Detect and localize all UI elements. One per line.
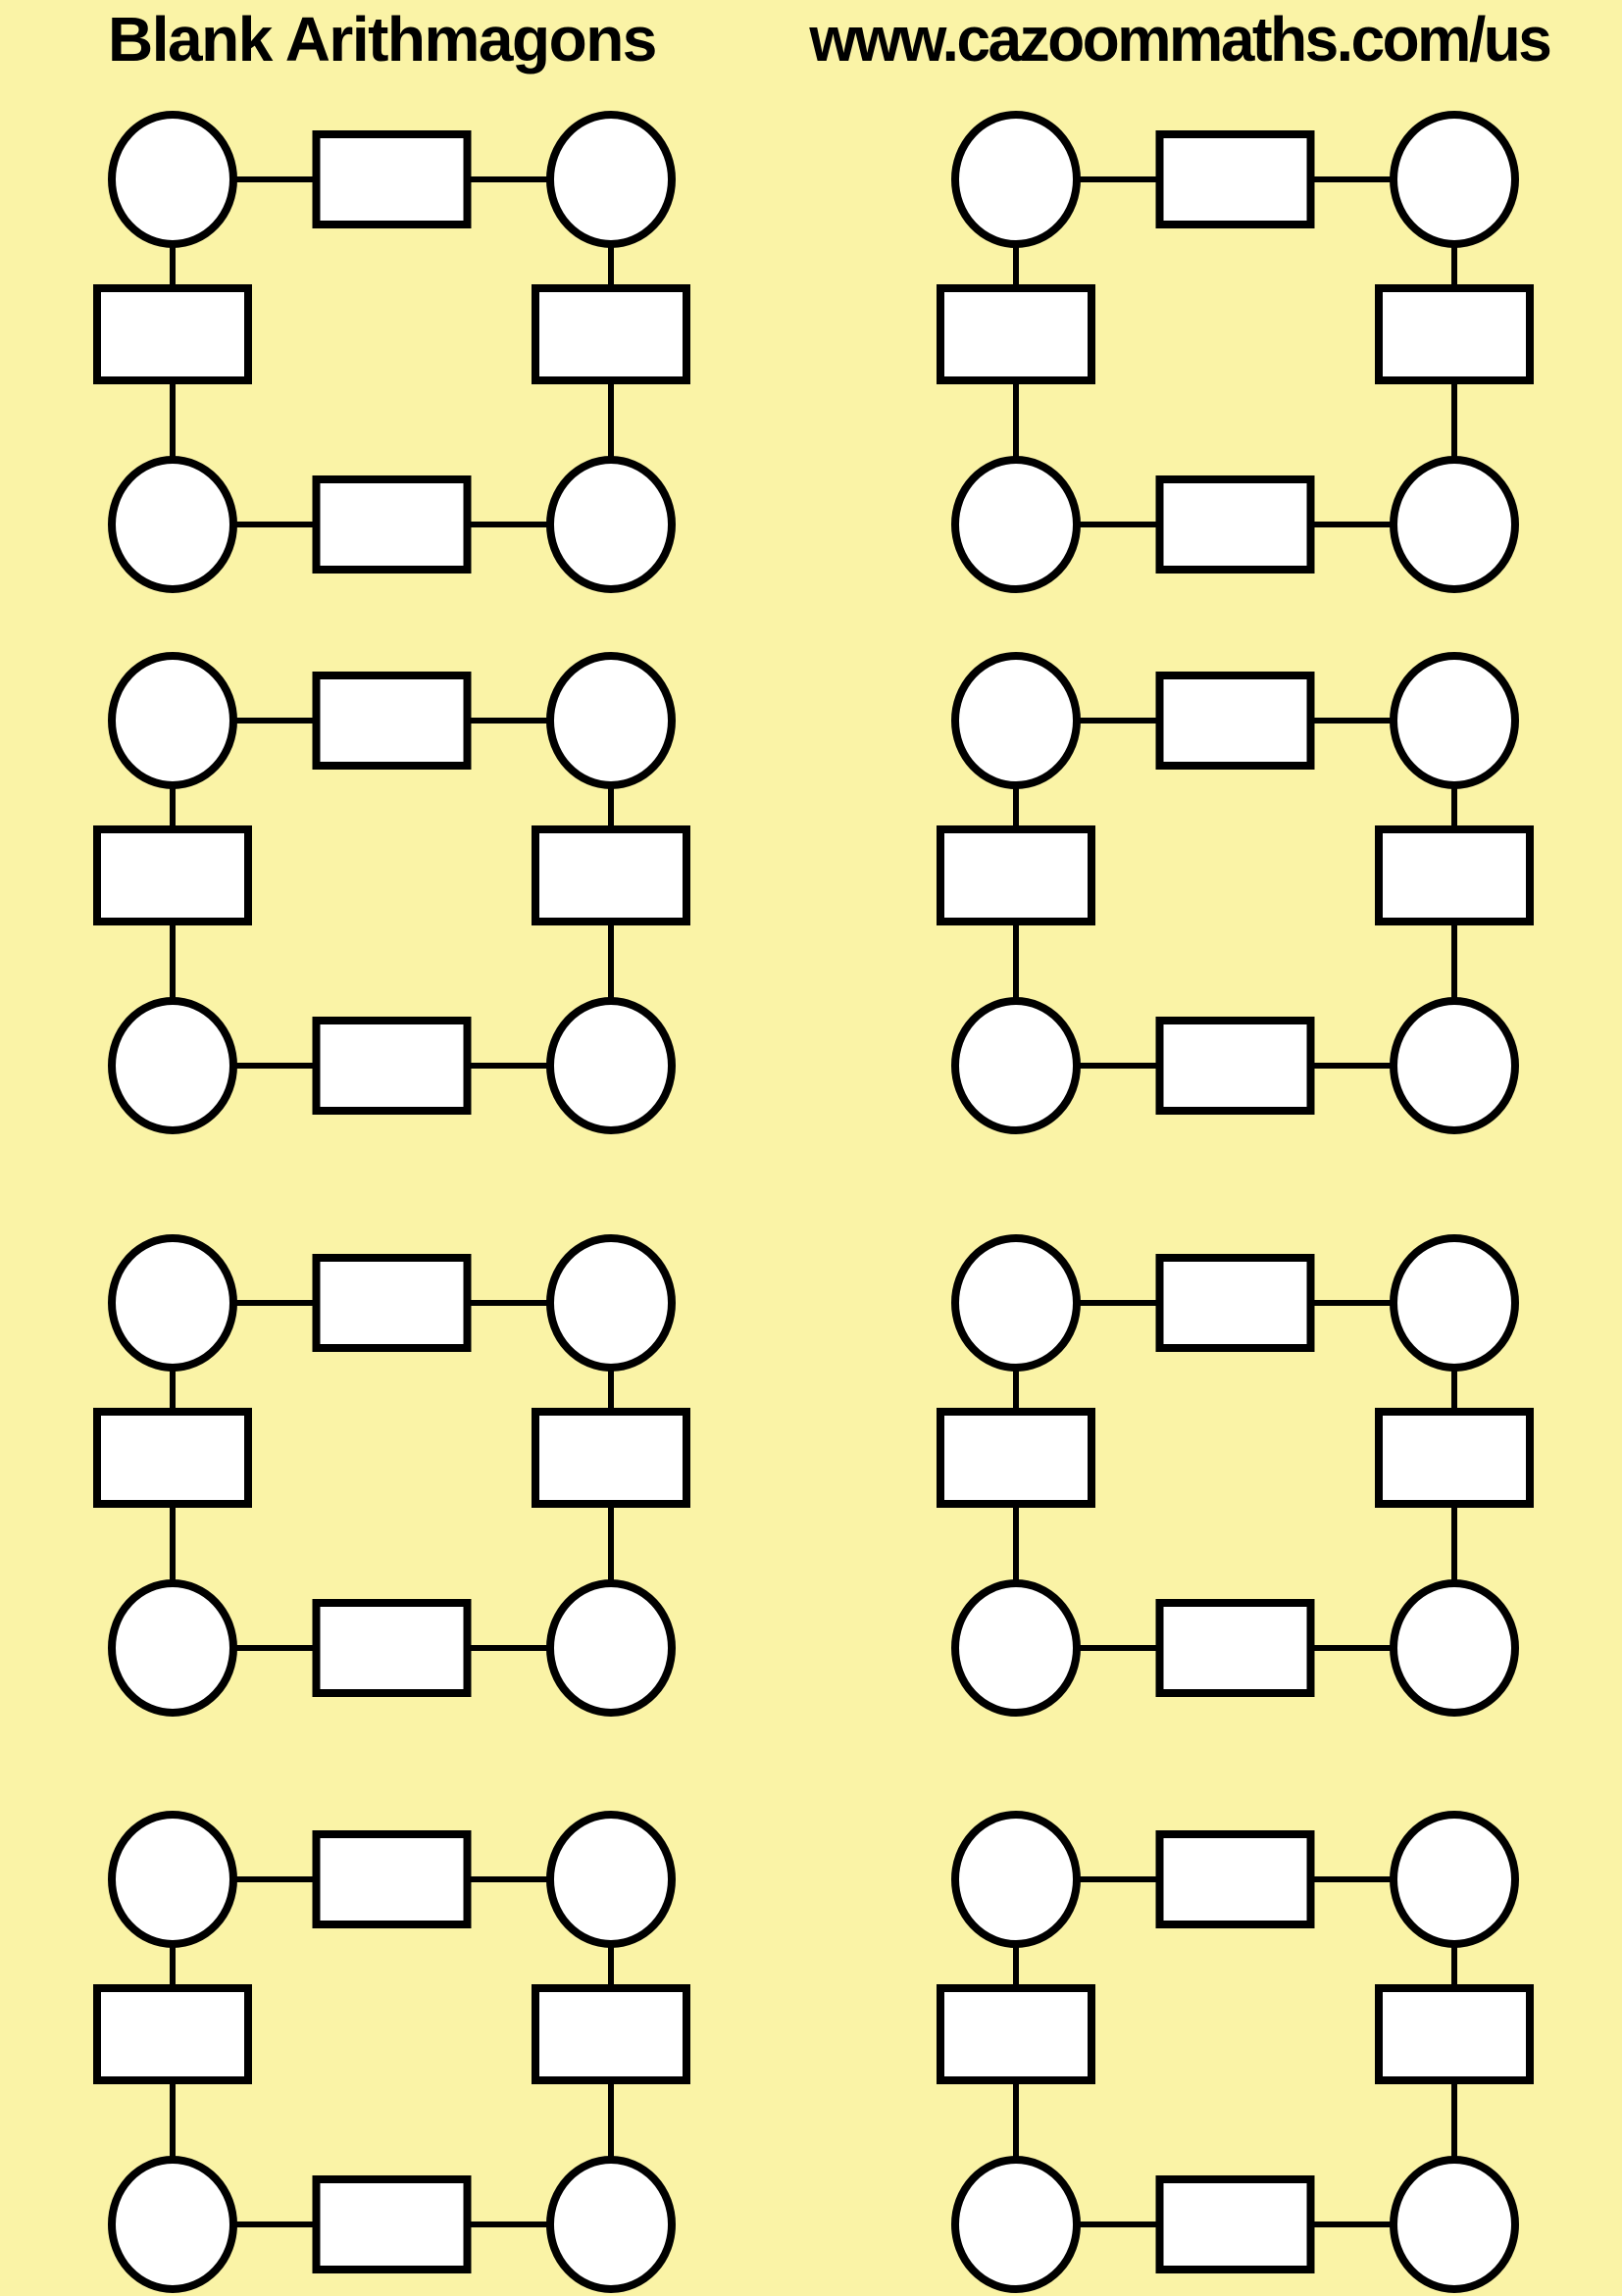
arithmagon-5 xyxy=(93,1234,690,1717)
edge-box-right[interactable] xyxy=(532,825,690,925)
node-circle-top-left[interactable] xyxy=(951,111,1081,248)
edge-box-left[interactable] xyxy=(93,284,252,384)
edge-box-left[interactable] xyxy=(937,284,1095,384)
arithmagon-7 xyxy=(93,1811,690,2293)
node-circle-top-right[interactable] xyxy=(1390,111,1519,248)
edge-box-bottom[interactable] xyxy=(312,1599,472,1697)
edge-box-bottom[interactable] xyxy=(312,2175,472,2273)
node-circle-bottom-left[interactable] xyxy=(108,1579,237,1717)
edge-box-top[interactable] xyxy=(1155,1830,1315,1928)
edge-box-bottom[interactable] xyxy=(1155,1017,1315,1115)
node-circle-bottom-right[interactable] xyxy=(1390,456,1519,593)
node-circle-top-right[interactable] xyxy=(546,111,676,248)
edge-box-top[interactable] xyxy=(312,672,472,770)
edge-box-left[interactable] xyxy=(937,825,1095,925)
edge-box-top[interactable] xyxy=(312,130,472,228)
node-circle-top-left[interactable] xyxy=(108,1811,237,1948)
node-circle-bottom-left[interactable] xyxy=(951,2156,1081,2293)
site-url: www.cazoommaths.com/us xyxy=(808,4,1551,75)
edge-box-right[interactable] xyxy=(1375,1408,1534,1508)
edge-box-right[interactable] xyxy=(1375,1984,1534,2084)
node-circle-bottom-left[interactable] xyxy=(951,997,1081,1134)
node-circle-top-left[interactable] xyxy=(951,1234,1081,1372)
node-circle-bottom-left[interactable] xyxy=(108,2156,237,2293)
edge-box-right[interactable] xyxy=(1375,284,1534,384)
edge-box-right[interactable] xyxy=(532,1984,690,2084)
node-circle-top-right[interactable] xyxy=(546,1811,676,1948)
node-circle-bottom-right[interactable] xyxy=(546,1579,676,1717)
edge-box-left[interactable] xyxy=(937,1984,1095,2084)
node-circle-bottom-left[interactable] xyxy=(951,1579,1081,1717)
node-circle-bottom-right[interactable] xyxy=(1390,997,1519,1134)
edge-box-bottom[interactable] xyxy=(1155,2175,1315,2273)
node-circle-top-left[interactable] xyxy=(951,1811,1081,1948)
node-circle-top-right[interactable] xyxy=(1390,1811,1519,1948)
edge-box-right[interactable] xyxy=(1375,825,1534,925)
edge-box-bottom[interactable] xyxy=(312,475,472,574)
arithmagon-8 xyxy=(937,1811,1534,2293)
node-circle-bottom-left[interactable] xyxy=(108,997,237,1134)
node-circle-top-left[interactable] xyxy=(108,111,237,248)
edge-box-top[interactable] xyxy=(312,1830,472,1928)
node-circle-top-right[interactable] xyxy=(1390,652,1519,789)
edge-box-top[interactable] xyxy=(1155,1254,1315,1352)
node-circle-top-left[interactable] xyxy=(108,652,237,789)
arithmagon-4 xyxy=(937,652,1534,1134)
edge-box-top[interactable] xyxy=(1155,672,1315,770)
arithmagon-2 xyxy=(937,111,1534,593)
edge-box-left[interactable] xyxy=(937,1408,1095,1508)
node-circle-bottom-left[interactable] xyxy=(108,456,237,593)
header: Blank Arithmagons www.cazoommaths.com/us xyxy=(108,4,1551,75)
node-circle-bottom-right[interactable] xyxy=(546,2156,676,2293)
node-circle-top-left[interactable] xyxy=(108,1234,237,1372)
edge-box-bottom[interactable] xyxy=(1155,1599,1315,1697)
edge-box-top[interactable] xyxy=(312,1254,472,1352)
edge-box-bottom[interactable] xyxy=(1155,475,1315,574)
edge-box-top[interactable] xyxy=(1155,130,1315,228)
arithmagon-3 xyxy=(93,652,690,1134)
edge-box-left[interactable] xyxy=(93,825,252,925)
edge-box-left[interactable] xyxy=(93,1984,252,2084)
node-circle-bottom-left[interactable] xyxy=(951,456,1081,593)
node-circle-bottom-right[interactable] xyxy=(1390,1579,1519,1717)
node-circle-top-left[interactable] xyxy=(951,652,1081,789)
edge-box-bottom[interactable] xyxy=(312,1017,472,1115)
node-circle-bottom-right[interactable] xyxy=(546,456,676,593)
page-title: Blank Arithmagons xyxy=(108,4,657,75)
arithmagon-1 xyxy=(93,111,690,593)
node-circle-bottom-right[interactable] xyxy=(1390,2156,1519,2293)
edge-box-left[interactable] xyxy=(93,1408,252,1508)
node-circle-top-right[interactable] xyxy=(1390,1234,1519,1372)
arithmagon-6 xyxy=(937,1234,1534,1717)
edge-box-right[interactable] xyxy=(532,284,690,384)
node-circle-top-right[interactable] xyxy=(546,652,676,789)
node-circle-top-right[interactable] xyxy=(546,1234,676,1372)
node-circle-bottom-right[interactable] xyxy=(546,997,676,1134)
edge-box-right[interactable] xyxy=(532,1408,690,1508)
